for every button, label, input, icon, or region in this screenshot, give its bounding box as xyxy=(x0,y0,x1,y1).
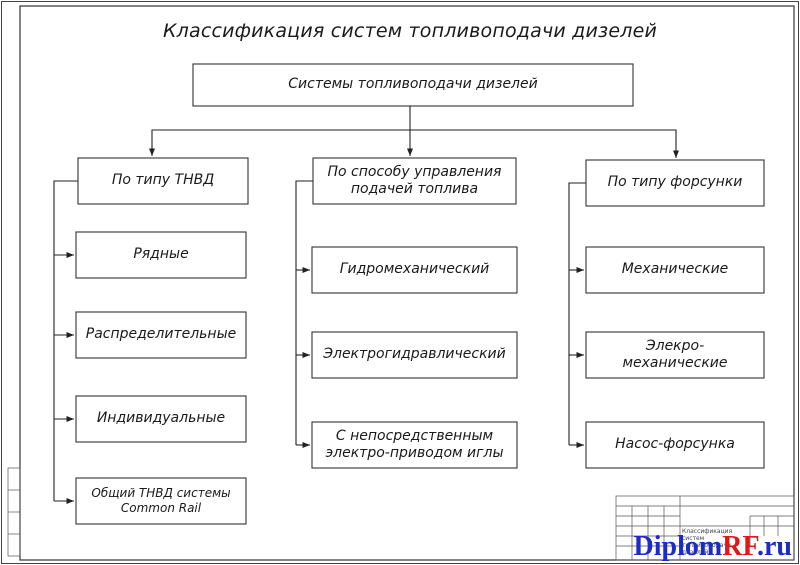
item-label-tnvd-2: Распределительные xyxy=(85,326,237,343)
inner-frame xyxy=(19,5,795,561)
item-label-injector-1: Механические xyxy=(621,261,729,278)
item-box-tnvd-3 xyxy=(75,395,247,443)
margin-strip xyxy=(7,467,21,557)
item-box-injector-3 xyxy=(585,421,765,469)
item-box-tnvd-1 xyxy=(75,231,247,279)
branch-label-tnvd: По типу ТНВД xyxy=(111,172,215,189)
root-box xyxy=(192,63,634,107)
root-label: Системы топливоподачи дизелей xyxy=(288,76,538,93)
item-label-tnvd-3: Индивидуальные xyxy=(96,410,226,427)
title-block-text: Классификация систем топливоподачи дизел… xyxy=(682,528,733,556)
item-label-tnvd-1: Рядные xyxy=(133,246,189,263)
spine-control xyxy=(295,180,313,445)
item-box-injector-2 xyxy=(585,331,765,379)
title-block xyxy=(615,495,795,561)
item-box-control-1 xyxy=(311,246,518,294)
item-box-control-2 xyxy=(311,331,518,379)
branch-box-injector xyxy=(585,159,765,207)
item-label-injector-2: Элекро- механические xyxy=(622,337,728,372)
item-label-tnvd-4: Общий ТНВД системы Common Rail xyxy=(91,486,231,515)
branch-label-injector: По типу форсунки xyxy=(607,174,743,191)
connector-root-injector xyxy=(410,129,680,158)
item-box-tnvd-2 xyxy=(75,311,247,359)
item-label-control-1: Гидромеханический xyxy=(339,261,490,278)
watermark-part-2: RF xyxy=(722,531,757,562)
spine-injector xyxy=(568,182,586,445)
watermark-part-1: Diplom xyxy=(633,531,723,562)
branch-box-control xyxy=(312,157,517,205)
item-box-control-3 xyxy=(311,421,518,469)
watermark-part-3: .ru xyxy=(757,531,792,562)
branch-label-control: По способу управления подачей топлива xyxy=(327,163,502,198)
diagram-title: Классификация систем топливоподачи дизел… xyxy=(162,20,658,43)
item-label-control-2: Электрогидравлический xyxy=(323,346,506,363)
watermark-logo: DiplomRF.ru xyxy=(634,531,792,563)
item-box-tnvd-4 xyxy=(75,477,247,525)
connector-root-tnvd xyxy=(148,129,410,156)
item-box-injector-1 xyxy=(585,246,765,294)
spine-tnvd xyxy=(53,180,78,501)
item-label-injector-3: Насос-форсунка xyxy=(615,436,735,453)
item-label-control-3: С непосредственным электро-приводом иглы xyxy=(325,427,504,462)
